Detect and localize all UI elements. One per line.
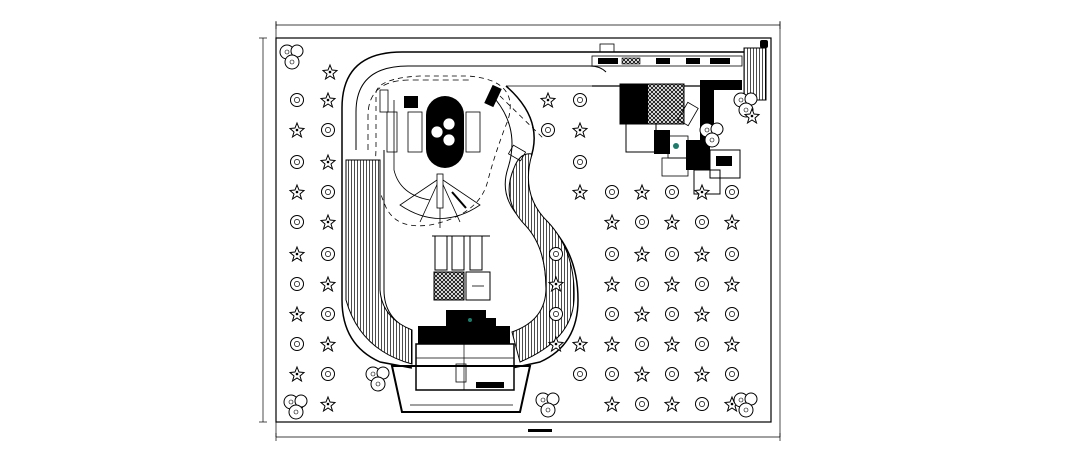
tree-icon — [321, 185, 335, 199]
tree-icon — [605, 185, 619, 199]
tree-cluster-icon — [733, 392, 758, 418]
shrub-icon — [572, 122, 588, 138]
shrub-icon — [320, 92, 336, 108]
tree-icon — [665, 185, 679, 199]
service-building — [619, 80, 742, 195]
shrub-icon — [320, 396, 336, 412]
tree-icon — [321, 247, 335, 261]
shrub-icon — [634, 306, 650, 322]
tree-icon — [321, 307, 335, 321]
tree-icon — [549, 247, 563, 261]
tree-icon — [725, 185, 739, 199]
shrub-icon — [694, 246, 710, 262]
shrub-icon — [604, 336, 620, 352]
shrub-icon — [664, 276, 680, 292]
shrub-icon — [572, 336, 588, 352]
tree-icon — [665, 307, 679, 321]
shrub-icon — [289, 184, 305, 200]
tree-icon — [549, 307, 563, 321]
shrub-icon — [604, 276, 620, 292]
tree-icon — [635, 215, 649, 229]
shrub-icon — [634, 246, 650, 262]
site-boundary — [275, 37, 772, 423]
tree-cluster-icon — [283, 394, 308, 420]
tree-icon — [290, 155, 304, 169]
shrub-icon — [320, 276, 336, 292]
shrub-icon — [724, 276, 740, 292]
tree-icon — [635, 397, 649, 411]
shrub-icon — [664, 336, 680, 352]
tree-icon — [635, 277, 649, 291]
entrance-road — [591, 40, 768, 101]
tree-icon — [321, 367, 335, 381]
tree-icon — [665, 247, 679, 261]
shrub-icon — [289, 246, 305, 262]
tree-icon — [725, 247, 739, 261]
tree-cluster-icon — [279, 44, 304, 70]
tree-icon — [290, 215, 304, 229]
shrub-icon — [694, 184, 710, 200]
race-track — [341, 51, 748, 369]
right-grandstand — [508, 153, 575, 363]
tree-icon — [695, 277, 709, 291]
viewing-fan — [399, 173, 481, 228]
parking-area — [432, 235, 491, 301]
shrub-icon — [664, 214, 680, 230]
shrub-icon — [572, 184, 588, 200]
shrub-icon — [724, 214, 740, 230]
shrub-icon — [289, 306, 305, 322]
tree-cluster-icon — [535, 392, 560, 418]
shrub-icon — [320, 336, 336, 352]
tree-icon — [321, 123, 335, 137]
tree-icon — [695, 337, 709, 351]
tree-icon — [290, 277, 304, 291]
tree-icon — [695, 397, 709, 411]
oval-infield — [379, 84, 546, 168]
tree-icon — [605, 367, 619, 381]
tree-icon — [573, 367, 587, 381]
tree-icon — [695, 215, 709, 229]
shrub-icon — [724, 336, 740, 352]
tree-icon — [725, 367, 739, 381]
shrub-icon — [320, 154, 336, 170]
tree-icon — [573, 155, 587, 169]
shrub-icon — [634, 184, 650, 200]
shrub-icon — [604, 396, 620, 412]
shrub-icon — [322, 64, 338, 80]
pit-building — [390, 310, 532, 413]
tree-icon — [635, 337, 649, 351]
shrub-icon — [289, 366, 305, 382]
shrub-icon — [289, 122, 305, 138]
tree-icon — [725, 307, 739, 321]
shrub-icon — [540, 92, 556, 108]
tree-icon — [290, 93, 304, 107]
shrub-icon — [694, 366, 710, 382]
shrub-icon — [694, 306, 710, 322]
shrub-icon — [634, 366, 650, 382]
tree-icon — [573, 93, 587, 107]
tree-cluster-icon — [365, 366, 390, 392]
tree-icon — [665, 367, 679, 381]
shrub-icon — [664, 396, 680, 412]
tree-icon — [290, 337, 304, 351]
shrub-icon — [604, 214, 620, 230]
tree-icon — [541, 123, 555, 137]
shrub-icon — [320, 214, 336, 230]
north-arrow-bar — [528, 429, 552, 432]
tree-icon — [605, 307, 619, 321]
left-grandstand — [345, 159, 413, 365]
tree-icon — [605, 247, 619, 261]
